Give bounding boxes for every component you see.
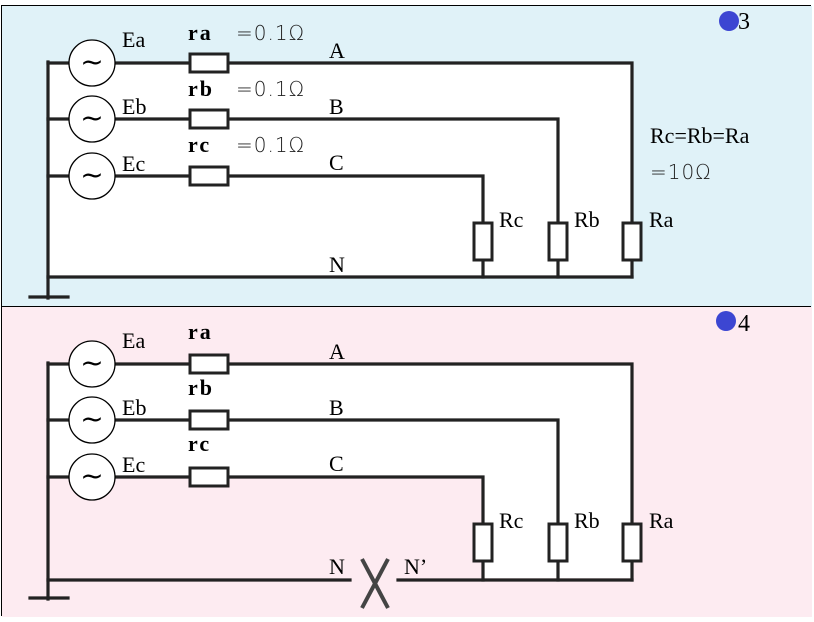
resistor-rb-value: =0.1Ω [236,77,305,101]
source-eb-icon: ~ [68,396,116,444]
marker-dot-icon [719,11,739,31]
resistor-rb-icon [188,108,230,130]
neutral-prime-label: N’ [404,554,427,579]
svg-text:~: ~ [80,101,103,134]
svg-text:~: ~ [80,45,103,78]
circuit-panel-3: ~ ~ ~ Ea Eb Ec ra rb rc =0.1Ω =0.1Ω =0.1… [1,5,812,308]
phase-a-wire [46,61,634,258]
circuit-panel-4: ~ ~ ~ Ea Eb Ec ra rb rc A B C N N’ Rc Rb… [1,306,812,617]
source-eb-label: Eb [122,395,146,420]
source-ec-label: Ec [122,452,145,477]
load-ra-icon [621,522,643,563]
source-ec-label: Ec [122,151,145,176]
load-value-note: =10Ω [650,160,712,184]
source-ec-icon: ~ [68,152,116,200]
source-ea-label: Ea [122,328,145,353]
load-ra-icon [621,221,643,262]
load-rb-label: Rb [574,207,600,232]
neutral-label: N [329,554,345,579]
load-equality-note: Rc=Rb=Ra [650,123,750,148]
phase-c-label: C [329,451,344,476]
phase-b-label: B [329,395,344,420]
load-rc-icon [472,221,494,262]
phase-a-label: A [329,38,345,63]
svg-text:~: ~ [80,459,103,492]
resistor-ra-label: ra [188,20,213,45]
marker-dot-icon [716,311,736,331]
phase-b-label: B [329,94,344,119]
source-ea-icon: ~ [68,340,116,388]
resistor-rc-label: rc [188,132,211,157]
circuit-interior [48,63,632,277]
source-ec-icon: ~ [68,453,116,501]
source-ea-label: Ea [122,27,145,52]
circuit-diagram-3: ~ ~ ~ Ea Eb Ec ra rb rc =0.1Ω =0.1Ω =0.1… [2,6,812,308]
source-eb-label: Eb [122,94,146,119]
phase-a-wire [46,362,634,559]
load-ra-label: Ra [649,207,674,232]
resistor-rb-label: rb [188,375,214,400]
circuit-diagram-4: ~ ~ ~ Ea Eb Ec ra rb rc A B C N N’ Rc Rb… [2,307,812,617]
resistor-rb-icon [188,409,230,431]
phase-a-label: A [329,339,345,364]
svg-text:~: ~ [80,402,103,435]
resistor-ra-label: ra [188,319,213,344]
load-rc-icon [472,522,494,563]
resistor-rc-icon [188,165,230,187]
neutral-break-x-icon [360,558,390,609]
resistor-rc-value: =0.1Ω [236,133,305,157]
svg-text:~: ~ [80,346,103,379]
neutral-label: N [329,252,345,277]
panel-number: 3 [738,9,750,35]
load-rb-icon [547,522,569,563]
panel-number: 4 [738,311,750,337]
source-eb-icon: ~ [68,95,116,143]
load-ra-label: Ra [649,508,674,533]
resistor-ra-icon [188,52,230,74]
svg-text:~: ~ [80,158,103,191]
load-rc-label: Rc [499,207,524,232]
resistor-rb-label: rb [188,76,214,101]
load-rb-label: Rb [574,508,600,533]
load-rb-icon [547,221,569,262]
phase-c-label: C [329,150,344,175]
resistor-rc-label: rc [188,431,211,456]
resistor-ra-icon [188,353,230,375]
resistor-rc-icon [188,466,230,488]
load-rc-label: Rc [499,508,524,533]
resistor-ra-value: =0.1Ω [236,21,305,45]
source-ea-icon: ~ [68,39,116,87]
